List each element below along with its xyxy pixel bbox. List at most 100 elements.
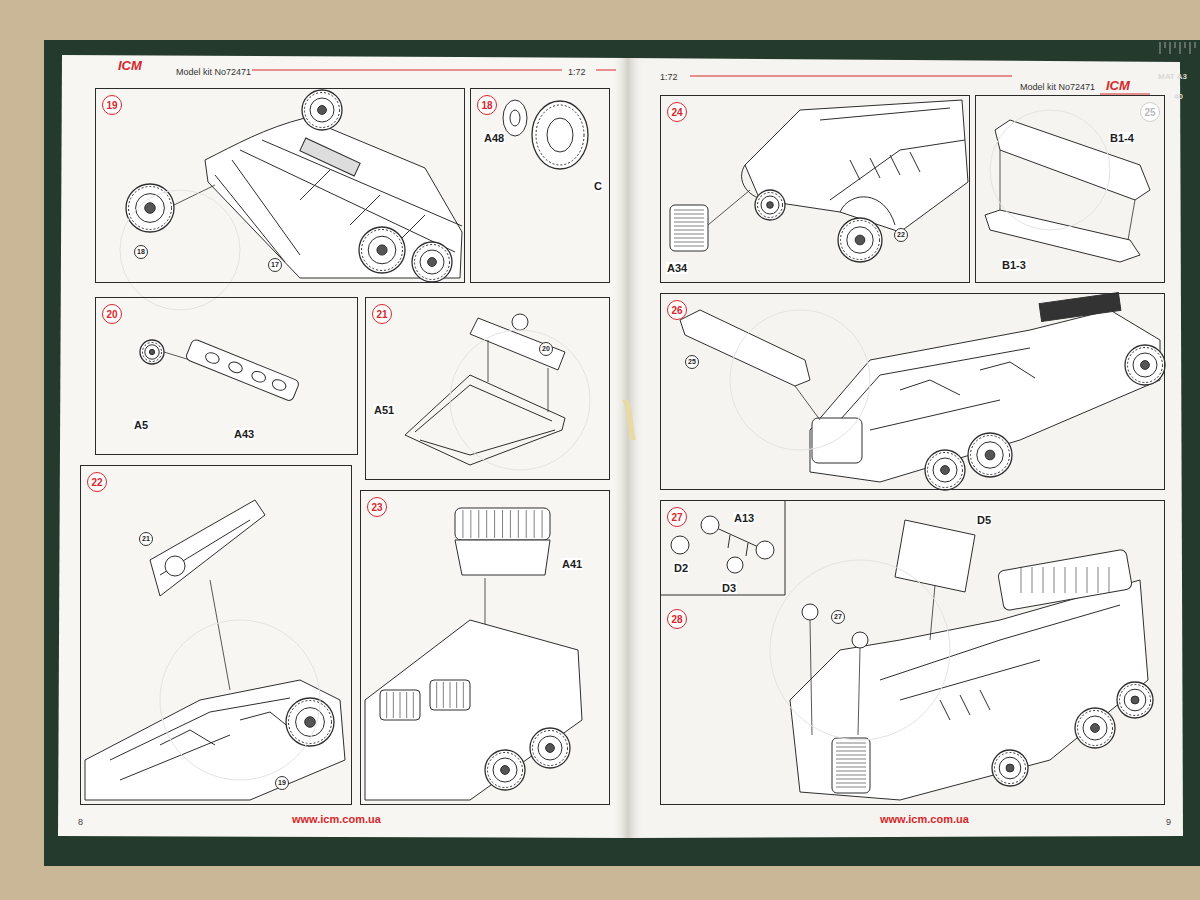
seat [380,690,420,720]
seat-pleat [542,510,543,538]
step-number: 21 [372,304,392,324]
drawing-detail [296,708,325,737]
seat-pleat [1076,567,1077,593]
assembly-guide [485,578,486,630]
part-label: A34 [666,262,688,274]
part-label: A41 [561,558,583,570]
seat-pleat [534,510,535,538]
seat-pleat [450,682,451,708]
seat-pleat [1032,567,1033,593]
step-panel: 21A5120 [365,297,610,480]
page-fold [612,58,644,838]
seat [430,680,470,710]
drawing-detail [129,187,172,230]
drawing-detail [933,458,957,482]
drawing-detail [149,349,154,354]
website: www.icm.com.ua [880,813,969,825]
drawing-detail [855,235,865,245]
callout-number: 27 [831,610,845,624]
tyre [536,105,584,165]
mat-marking: 40 [1174,92,1183,101]
part-label: B1-4 [1109,132,1135,144]
wheel [755,190,785,220]
seat-back [455,508,550,540]
seat-pleat [518,510,519,538]
seat-pleat [400,692,401,718]
headlight [852,632,868,648]
part-outline [455,540,550,575]
header-rule [596,70,616,71]
seat-pleat [1098,567,1099,593]
drawing-detail [145,203,156,214]
drawing-detail [999,757,1021,779]
mat-tick [1195,42,1196,48]
tape-mark [622,400,636,440]
wheel [302,90,342,130]
grille-bar [674,234,704,235]
mat-tick [1190,42,1191,54]
part-label: D5 [976,514,992,526]
step-number: 26 [667,300,687,320]
hub [503,100,527,136]
drawing-detail [538,736,562,760]
step-panel: 222119 [80,465,352,805]
headlight [802,604,818,620]
wheel [1117,682,1153,718]
grille-bar [836,747,866,748]
part-label: B1-3 [1001,259,1027,271]
drawing-detail [359,227,405,273]
wheel [1075,708,1115,748]
drawing-detail [318,106,327,115]
grille-bar [674,242,704,243]
step-number: 20 [102,304,122,324]
callout-number: 18 [134,245,148,259]
drawing-detail [755,190,785,220]
part-outline [405,375,565,465]
ghost-wheel [730,310,870,450]
grille-bar [836,743,866,744]
header-rule [252,70,562,71]
grille-bar [836,783,866,784]
part-outline [820,108,965,200]
step-panel: 27A13D2D3 [661,501,786,596]
mat-tick [1175,42,1176,48]
drawing-detail [992,750,1028,786]
assembly-guide [210,580,230,690]
step-number: 25 [1140,102,1160,122]
steering-wheel [165,556,185,576]
drawing-detail [1006,764,1014,772]
drawing-detail [995,753,1026,784]
grille-bar [836,775,866,776]
scale: 1:72 [660,72,678,82]
scale: 1:72 [568,67,586,77]
assembly-guide [1000,150,1001,210]
assembly-guide [1128,200,1135,240]
drawing-detail [1075,708,1115,748]
drawing-detail [145,345,159,359]
wheel [530,728,570,768]
drawing-detail [1083,716,1107,740]
part-outline [985,210,1140,262]
drawing-detail [1091,724,1100,733]
drawing-detail [420,250,444,274]
knob [512,314,528,330]
grille-bar [674,238,704,239]
drawing-detail [488,753,523,788]
grille-bar [674,230,704,231]
seat-pleat [494,510,495,538]
wheel [838,218,882,262]
headlight [756,541,774,559]
part-outline [995,120,1150,200]
part-outline [110,698,290,780]
callout-number: 25 [685,355,699,369]
part-label: A48 [483,132,505,144]
left-page [58,55,628,838]
seat-pleat [502,510,503,538]
seat-pleat [393,692,394,718]
ghost-drawing [120,110,1110,780]
mat-marking: MAT A3 [1158,72,1187,81]
mat-tick [1170,42,1171,54]
drawing-detail [1125,345,1165,385]
